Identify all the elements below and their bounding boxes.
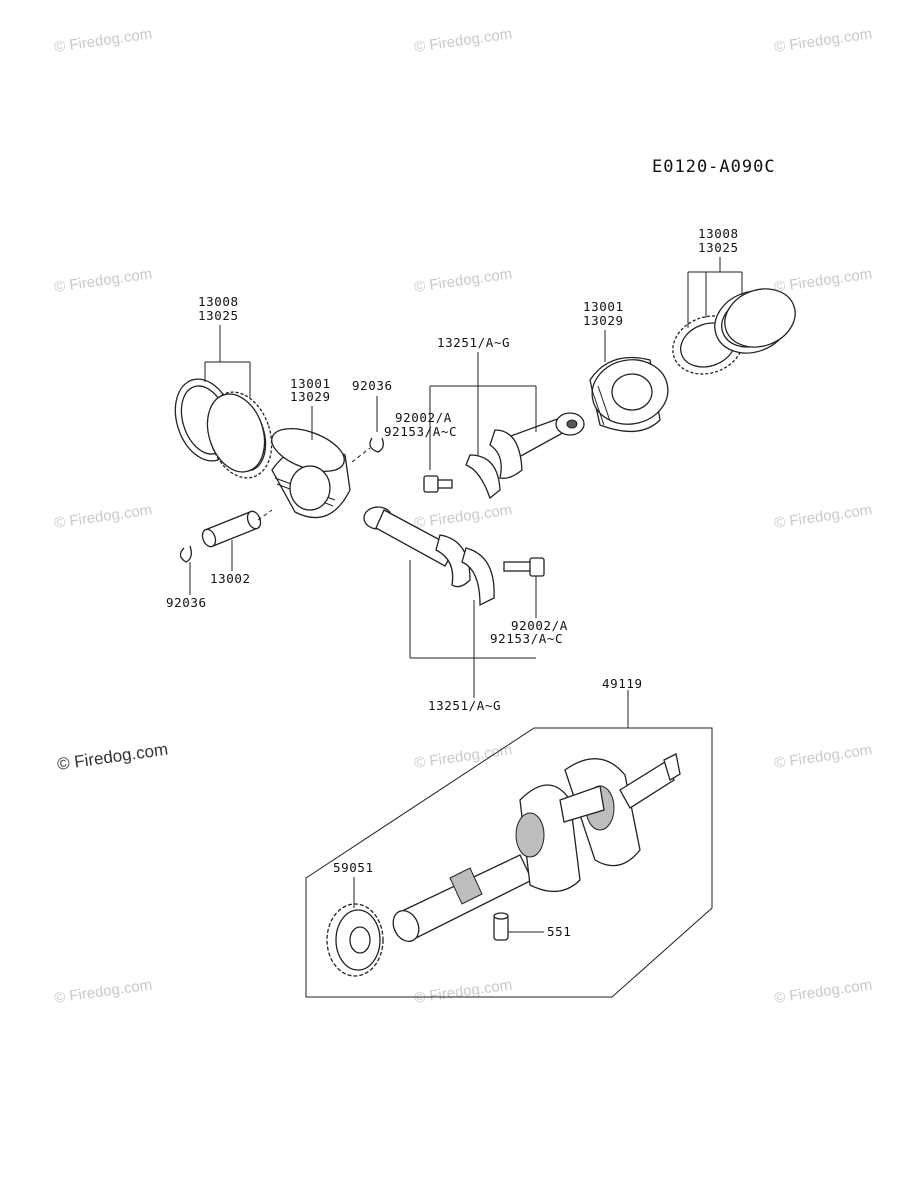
- watermark: © Firedog.com: [53, 25, 153, 56]
- watermark: © Firedog.com: [413, 25, 513, 56]
- leader-rings-left: [204, 325, 251, 398]
- connecting-rod-upper: [465, 412, 585, 500]
- label-piston-right-b: 13029: [583, 313, 624, 328]
- label-clip-bottom: 92036: [166, 595, 207, 610]
- label-rod-lower: 13251/A~G: [428, 698, 501, 713]
- label-bolt-lower-b: 92153/A~C: [490, 631, 563, 646]
- label-rod-upper: 13251/A~G: [437, 335, 510, 350]
- watermark: © Firedog.com: [413, 741, 513, 772]
- watermark: © Firedog.com: [773, 25, 873, 56]
- watermark-dark: © Firedog.com: [56, 740, 169, 774]
- label-bolt-lower-a: 92002/A: [511, 618, 568, 633]
- rod-bolt-lower: [503, 557, 545, 577]
- label-piston-left-a: 13001: [290, 376, 331, 391]
- leader-rod-lower: [409, 560, 536, 698]
- leader-rings-right: [687, 257, 743, 328]
- leader-rod-upper: [429, 352, 537, 470]
- label-key: 551: [547, 924, 571, 939]
- rod-bolt-upper: [423, 475, 453, 493]
- label-rings-left-b: 13025: [198, 308, 239, 323]
- label-piston-left-b: 13029: [290, 389, 331, 404]
- circlip-bottom: [179, 545, 192, 563]
- watermark: © Firedog.com: [773, 501, 873, 532]
- piston-left: [271, 428, 351, 519]
- crankshaft-assembly-frame: [305, 690, 713, 998]
- label-rings-left-a: 13008: [198, 294, 239, 309]
- watermark: © Firedog.com: [53, 976, 153, 1007]
- circlip-top: [369, 437, 384, 453]
- watermark: © Firedog.com: [413, 265, 513, 296]
- label-piston-right-a: 13001: [583, 299, 624, 314]
- watermark: © Firedog.com: [773, 741, 873, 772]
- watermark: © Firedog.com: [773, 976, 873, 1007]
- watermark: © Firedog.com: [773, 265, 873, 296]
- piston-rings-right: [672, 288, 796, 375]
- crankshaft-gear: [326, 903, 384, 977]
- assembly-axis: [351, 447, 371, 463]
- label-rings-right-a: 13008: [698, 226, 739, 241]
- woodruff-key: [493, 912, 509, 941]
- label-bolt-upper-b: 92153/A~C: [384, 424, 457, 439]
- watermark: © Firedog.com: [413, 976, 513, 1007]
- piston-right: [589, 356, 669, 433]
- watermark: © Firedog.com: [53, 501, 153, 532]
- label-gear: 59051: [333, 860, 374, 875]
- crankshaft: [392, 753, 681, 943]
- label-pin: 13002: [210, 571, 251, 586]
- connecting-rod-lower: [363, 506, 495, 607]
- watermark: © Firedog.com: [53, 265, 153, 296]
- piston-pin: [201, 510, 262, 548]
- label-bolt-upper-a: 92002/A: [395, 410, 452, 425]
- piston-rings-left: [174, 378, 273, 479]
- diagram-code: E0120-A090C: [652, 157, 776, 177]
- watermark: © Firedog.com: [413, 501, 513, 532]
- label-rings-right-b: 13025: [698, 240, 739, 255]
- label-crankshaft: 49119: [602, 676, 643, 691]
- label-clip-top: 92036: [352, 378, 393, 393]
